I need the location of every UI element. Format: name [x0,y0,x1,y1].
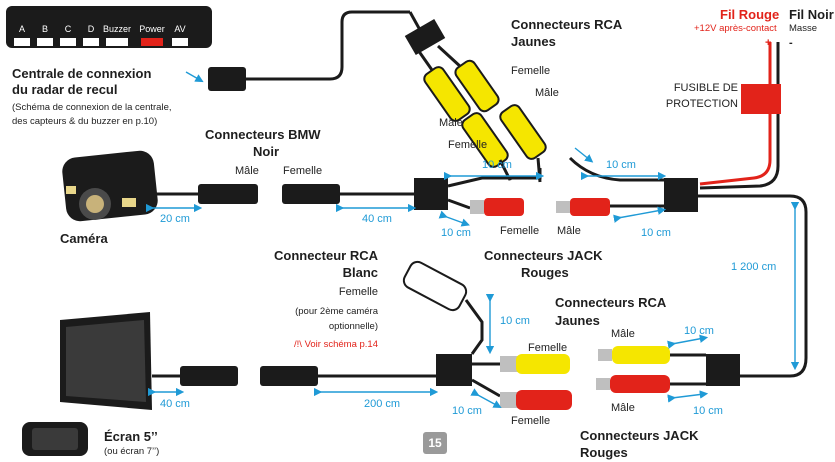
screen-label: Écran 5’’ [104,429,158,444]
jack-bottom-male: Mâle [611,402,635,414]
length-rca-10: 10 cm [684,325,714,337]
length-bottom-200: 200 cm [364,398,401,410]
length-jack-10b: 10 cm [641,227,671,239]
jack-bottom-title-1: Connecteurs JACK [580,428,699,443]
av-cable [208,10,410,91]
length-cam-20: 20 cm [160,213,190,225]
screen-device [22,312,152,456]
top-yellow-rca-cables [404,11,664,183]
rca-yellow-bottom-femelle: Femelle [528,342,568,354]
rca-yellow-bottom-title-1: Connecteurs RCA [555,295,667,310]
central-note-2: des capteurs & du buzzer en p.10) [12,116,158,127]
bmw-femelle: Femelle [283,165,323,177]
rca-yellow-top-femelle: Femelle [511,65,551,77]
central-title-1: Centrale de connexion [12,66,152,81]
bmw-male: Mâle [235,165,259,177]
camera-label: Caméra [60,231,108,246]
fuse-label-2: PROTECTION [665,98,738,110]
jack-top-femelle: Femelle [500,225,540,237]
jack-bottom-femelle: Femelle [511,415,551,427]
port-av-label: AV [174,24,186,34]
bmw-title-2: Noir [253,144,279,159]
rca-white-note-1: (pour 2ème caméra [295,306,378,317]
bmw-title-1: Connecteurs BMW [205,127,321,142]
length-top-10a: 10 cm [482,159,512,171]
length-screen-40: 40 cm [160,398,190,410]
rca-yellow-bottom-male: Mâle [611,328,635,340]
rca-white-title-2: Blanc [342,265,378,280]
rca-yellow-top-title-2: Jaunes [511,34,556,49]
top-main-cable [152,168,808,378]
fil-rouge-note: +12V après-contact [694,23,777,34]
rca-white-note-2: optionnelle) [328,321,378,332]
port-b-label: B [41,24,48,34]
rca-yellow-bottom-title-2: Jaunes [555,313,600,328]
fuse-label-1: FUSIBLE DE [673,82,738,94]
length-bottom-10c: 10 cm [693,405,723,417]
rca-yellow-top-femelle-left: Femelle [448,139,488,151]
length-jack-10a: 10 cm [441,227,471,239]
central-unit [6,6,212,48]
fil-noir-note: Masse [789,23,817,34]
rca-yellow-top-male-left: Mâle [439,117,463,129]
central-note-1: (Schéma de connexion de la centrale, [12,102,172,113]
screen-note: (ou écran 7’’) [104,446,160,457]
camera [62,150,158,222]
jack-top-title-1: Connecteurs JACK [484,248,603,263]
port-d-label: D [87,24,95,34]
length-white-10: 10 cm [500,315,530,327]
rca-white-title-1: Connecteur RCA [273,248,378,263]
minus-sign: - [789,37,793,49]
port-a-label: A [18,24,25,34]
port-c-label: C [64,24,72,34]
rca-yellow-top-male: Mâle [535,87,559,99]
rca-white-femelle: Femelle [338,286,378,298]
page-number: 15 [423,432,447,454]
length-top-10b: 10 cm [606,159,636,171]
jack-bottom-title-2: Rouges [580,445,628,460]
fil-noir-label: Fil Noir [789,7,834,22]
rca-yellow-top-title-1: Connecteurs RCA [511,17,623,32]
plus-sign: + [765,37,772,49]
jack-top-title-2: Rouges [521,265,569,280]
dimension-arrows [145,71,800,409]
length-vert-1200: 1 200 cm [731,261,777,273]
length-bottom-10a: 10 cm [452,405,482,417]
port-power-label: Power [139,24,165,34]
central-title-2: du radar de recul [12,82,118,97]
bottom-main-cable [152,260,740,410]
port-buzzer-label: Buzzer [103,24,132,34]
power-wires [699,42,781,190]
rca-white-warning: /!\ Voir schéma p.14 [294,339,378,350]
length-bmw-40: 40 cm [362,213,392,225]
fil-rouge-label: Fil Rouge [720,7,780,22]
jack-top-male: Mâle [557,225,581,237]
